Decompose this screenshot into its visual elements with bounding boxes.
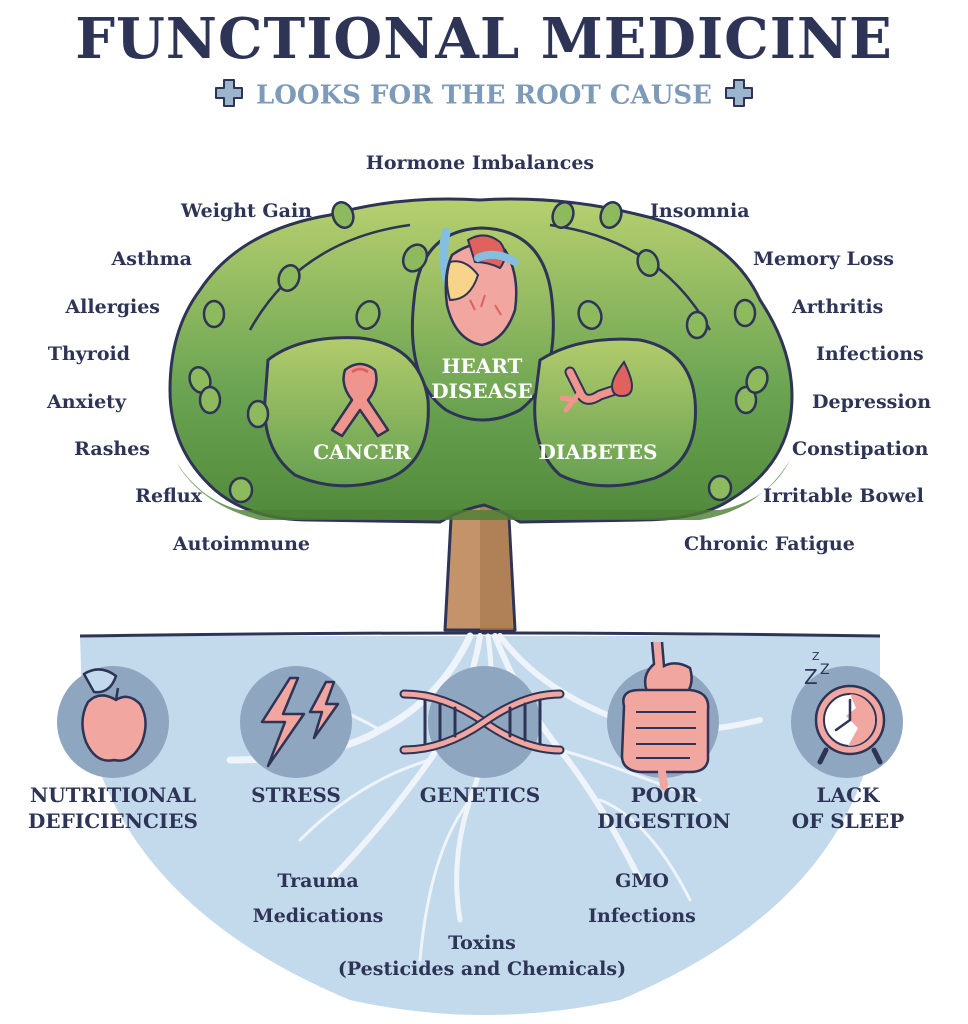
lightning-bolt-icon [260,676,340,768]
cause-label-line: DEFICIENCIES [28,809,198,833]
page-subtitle: LOOKS FOR THE ROOT CAUSE [0,78,968,115]
cause-label-line: OF SLEEP [791,809,905,833]
cause-label-line: NUTRITIONAL [29,783,197,807]
cause-poor-digestion: POOR DIGESTION [597,782,730,834]
subtitle-text: LOOKS FOR THE ROOT CAUSE [256,80,712,111]
cause-label-line: GENETICS [419,783,541,807]
factor-toxins: Toxins (Pesticides and Chemicals) [338,930,626,982]
symptom-label: Thyroid [47,343,130,365]
sleep-z-medium: Z [820,662,830,678]
factor-infections: Infections [588,905,696,927]
factor-toxins-detail: (Pesticides and Chemicals) [337,958,627,980]
disease-label-heart: HEART DISEASE [431,354,533,404]
disease-label-line: DISEASE [431,379,533,403]
disease-label-diabetes: DIABETES [539,440,658,465]
factor-trauma: Trauma [277,870,359,892]
disease-label-line: DIABETES [538,440,658,464]
leaves [188,201,769,504]
factor-medications: Medications [252,905,384,927]
cause-genetics: GENETICS [420,782,540,808]
symptom-label: Insomnia [650,200,750,222]
apple-icon [81,668,147,762]
symptom-label: Chronic Fatigue [684,533,855,555]
alarm-clock-icon: Z Z Z [804,650,886,765]
page-title: FUNCTIONAL MEDICINE [75,6,893,72]
dna-icon [399,689,565,755]
cause-label-line: DIGESTION [597,809,731,833]
symptom-label: Hormone Imbalances [365,152,595,174]
cause-label-line: POOR [630,783,698,807]
symptom-label: Irritable Bowel [763,485,924,507]
symptom-label: Allergies [65,296,160,318]
cause-label-line: LACK [816,783,880,807]
symptom-label: Constipation [792,438,929,460]
cause-stress: STRESS [251,782,341,808]
symptom-label: Depression [812,391,932,413]
symptom-label: Arthritis [792,296,884,318]
disease-label-cancer: CANCER [313,440,411,465]
heart-organ-icon [439,227,519,347]
symptom-label: Autoimmune [172,533,310,555]
medical-cross-icon [724,78,754,115]
cause-label-line: STRESS [251,783,341,807]
factor-toxins-title: Toxins [448,932,516,954]
symptom-label: Memory Loss [753,248,894,270]
digestive-system-icon [620,641,710,790]
symptom-label: Rashes [74,438,150,460]
symptom-label: Reflux [135,485,202,507]
cause-lack-of-sleep: LACK OF SLEEP [792,782,905,834]
symptom-label: Infections [816,343,924,365]
factor-gmo: GMO [615,870,669,892]
blood-vessel-drop-icon [559,360,634,413]
symptom-label: Asthma [111,248,192,270]
sleep-z-large: Z [804,665,818,689]
medical-cross-icon [214,78,244,115]
disease-label-line: HEART [441,354,523,378]
cause-nutritional-deficiencies: NUTRITIONAL DEFICIENCIES [28,782,198,834]
awareness-ribbon-icon [330,362,390,438]
sleep-z-small: Z [812,650,820,663]
symptom-label: Weight Gain [180,200,312,222]
disease-label-line: CANCER [313,440,411,464]
symptom-label: Anxiety [46,391,126,413]
